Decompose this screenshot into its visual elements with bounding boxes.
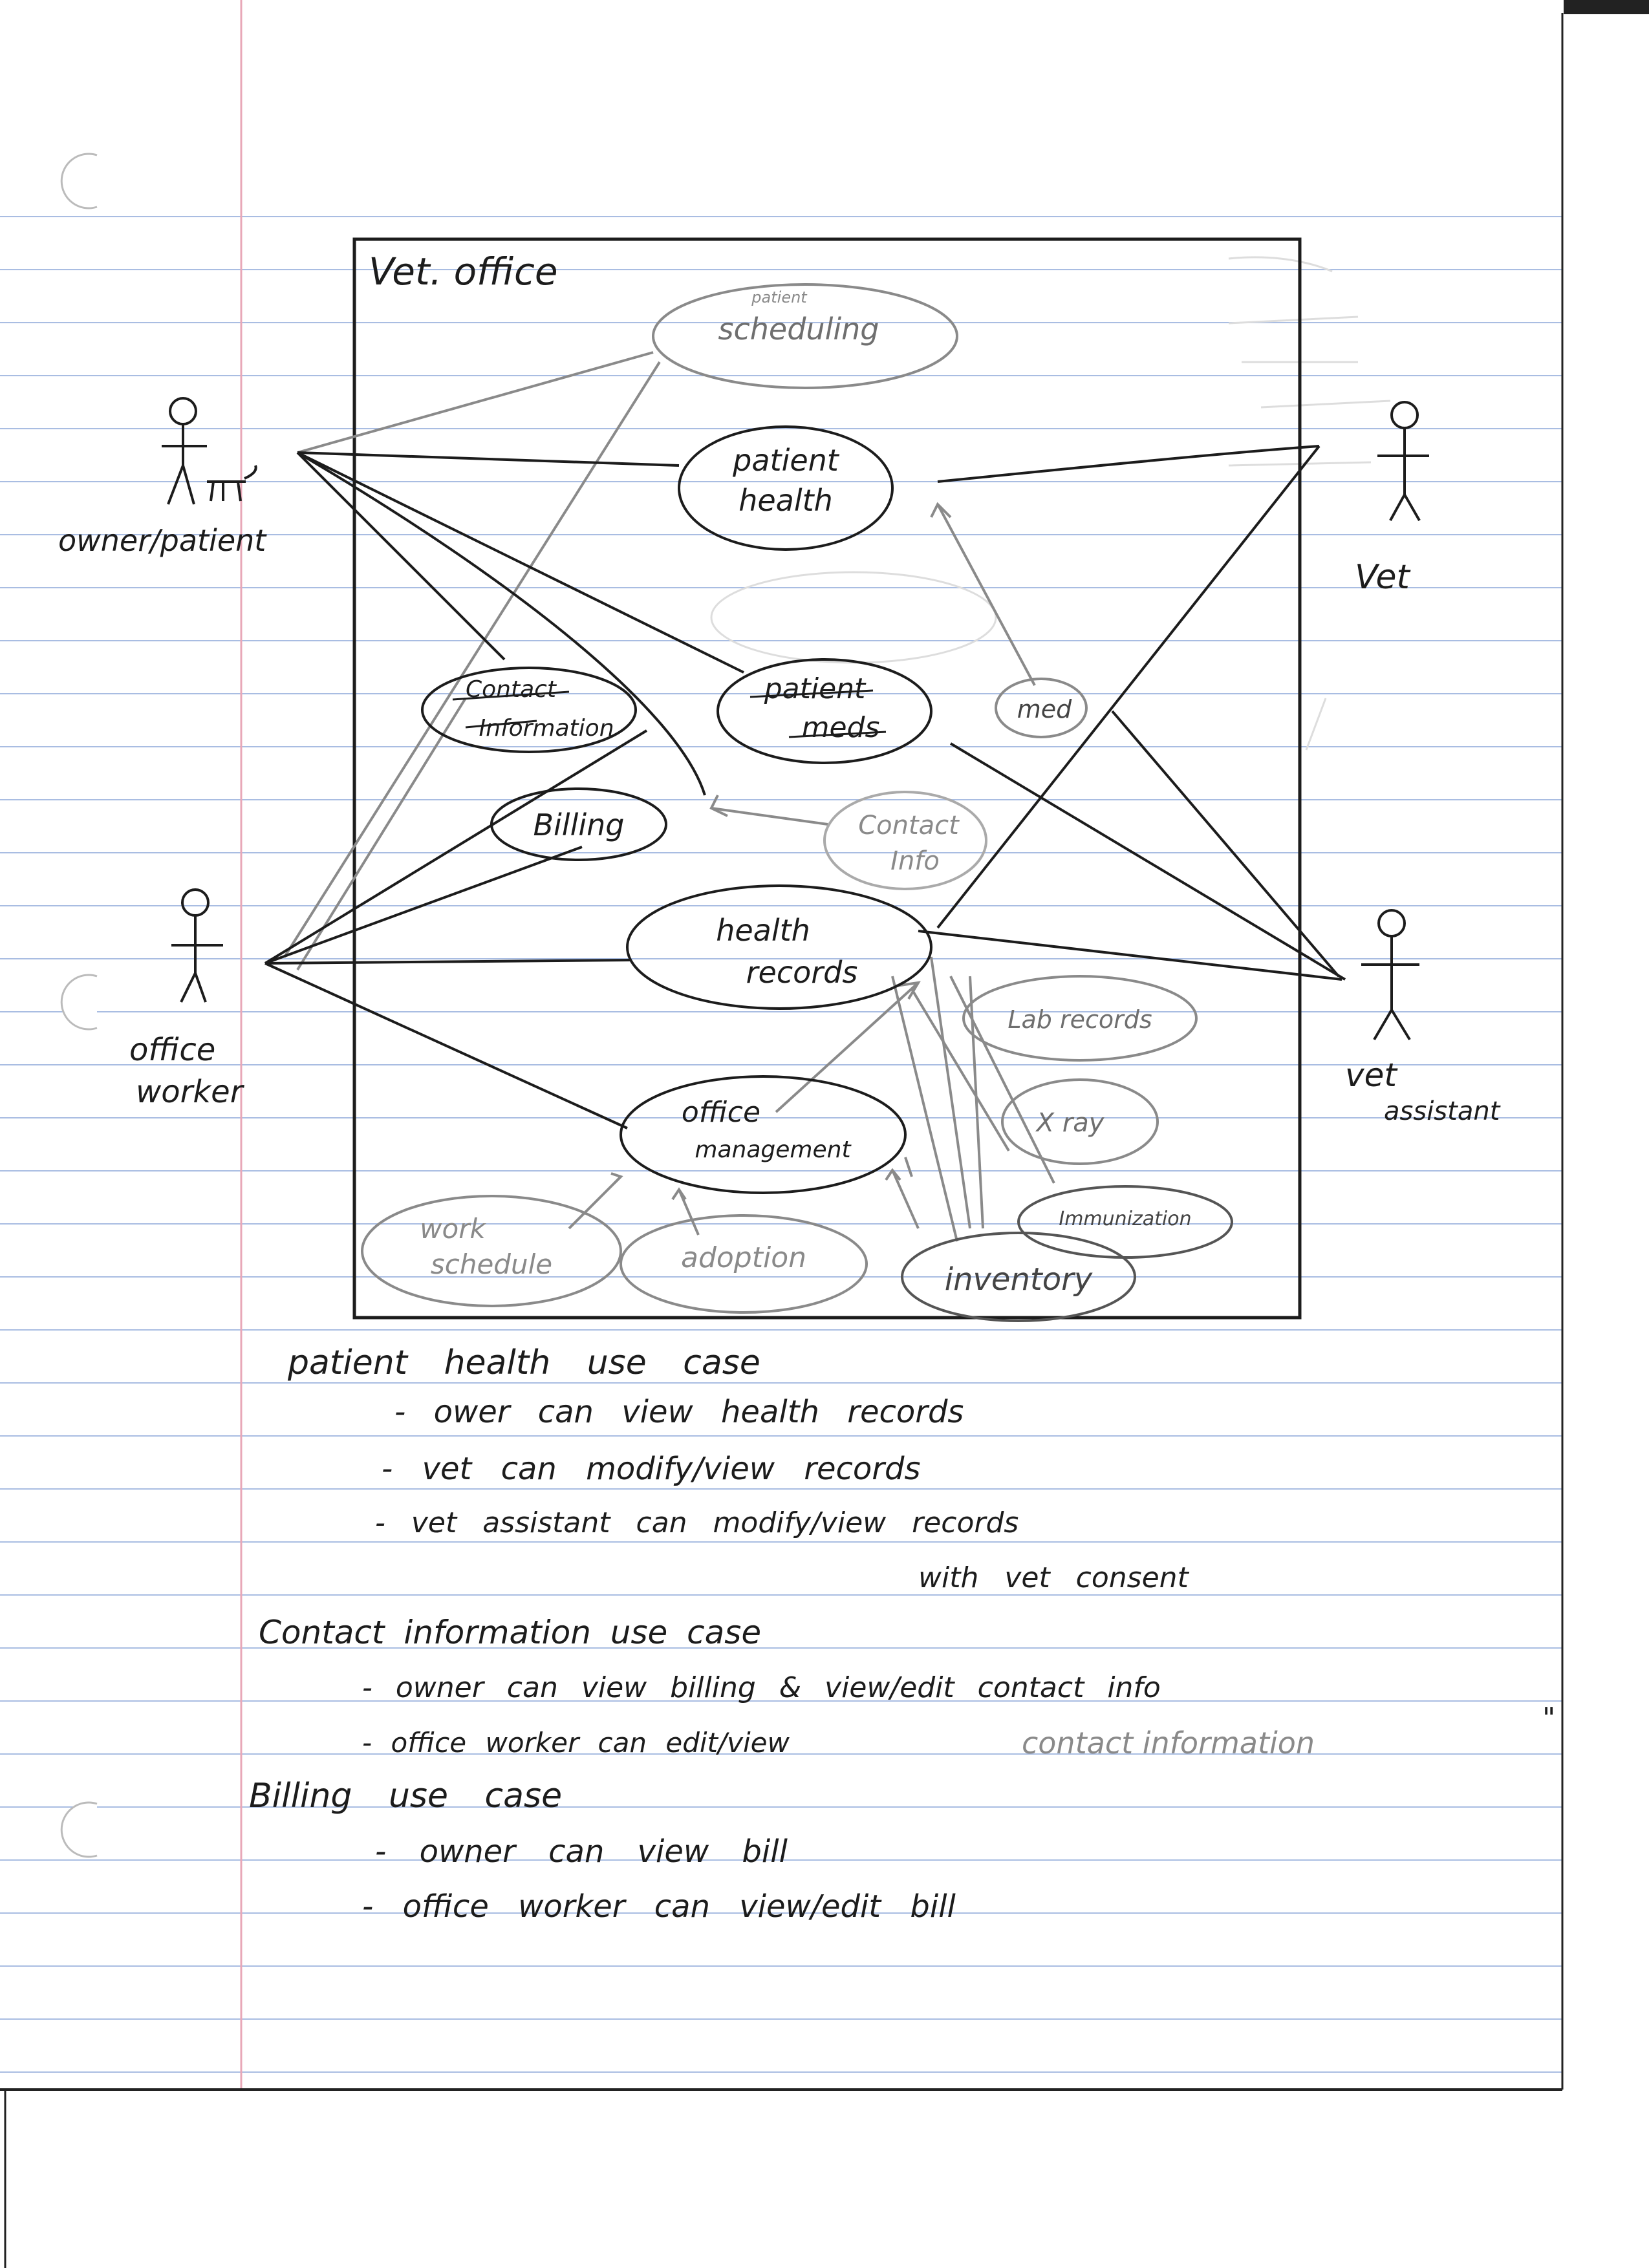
actor-vet-assistant-label-line1: vet: [1345, 1056, 1398, 1094]
scan-edge-right: [1564, 0, 1649, 2268]
use-case-office-management: office management: [620, 1075, 907, 1194]
svg-text:adoption: adoption: [681, 1241, 806, 1274]
svg-text:scheduling: scheduling: [718, 312, 879, 347]
use-case-patient-meds: patient meds: [717, 658, 932, 764]
svg-text:Lab records: Lab records: [1008, 1005, 1152, 1034]
system-label: Vet. office: [369, 250, 558, 294]
use-case-work-schedule: work schedule: [361, 1195, 622, 1307]
svg-text:meds: meds: [802, 711, 880, 744]
ruled-lines: [0, 216, 1562, 2073]
use-case-adoption: adoption: [620, 1214, 868, 1314]
use-case-med: med: [995, 678, 1088, 738]
actor-vet-label: Vet: [1355, 558, 1411, 597]
svg-text:patient: patient: [764, 672, 867, 705]
scan-edge-bottom: [0, 2090, 1649, 2268]
notes-billing: Billing use case - owner can view bill -…: [249, 1777, 956, 1925]
use-case-immunization: Immunization: [1017, 1185, 1233, 1259]
use-case-billing: Billing: [490, 787, 667, 861]
svg-text:Contact: Contact: [858, 811, 960, 840]
pencil-arrowheads: [610, 502, 952, 1201]
system-boundary: [352, 237, 1302, 1320]
actor-vet-assistant-label-line2: assistant: [1384, 1097, 1501, 1126]
note-item: - ower can view health records: [394, 1394, 964, 1430]
svg-text:records: records: [746, 955, 858, 990]
note-item: - owner can view bill: [375, 1834, 788, 1870]
pencil-associations: [283, 351, 1055, 1242]
use-case-scheduling: patient scheduling: [652, 283, 958, 389]
use-case-contact-info: Contact Info: [823, 791, 987, 890]
svg-text:health: health: [738, 483, 833, 518]
svg-text:Contact: Contact: [466, 676, 557, 703]
svg-text:work: work: [420, 1213, 486, 1245]
svg-text:Info: Info: [890, 846, 940, 876]
note-item: - vet assistant can modify/view records: [375, 1506, 1018, 1539]
actor-owner: [162, 397, 257, 505]
svg-text:inventory: inventory: [945, 1261, 1093, 1298]
svg-text:X ray: X ray: [1035, 1108, 1105, 1138]
use-case-contact-information: Contact Information: [421, 667, 637, 753]
dog-icon: [207, 465, 257, 502]
note-heading: Contact information use case: [259, 1614, 761, 1651]
svg-text:patient: patient: [732, 443, 840, 478]
notes-contact-information: Contact information use case - owner can…: [259, 1614, 1555, 1760]
note-item: - office worker can edit/view: [362, 1727, 790, 1759]
binder-hole: [60, 153, 98, 1858]
svg-text:Information: Information: [479, 715, 614, 742]
ink-associations: [264, 445, 1346, 1129]
note-item: - office worker can view/edit bill: [362, 1888, 956, 1925]
note-item: - vet can modify/view records: [382, 1451, 921, 1487]
actor-owner-label: owner/patient: [58, 523, 267, 558]
actor-office-worker-label-line2: worker: [136, 1074, 245, 1110]
svg-text:health: health: [716, 913, 810, 948]
note-item: contact information: [1022, 1726, 1315, 1760]
actor-vet: [1377, 401, 1429, 521]
note-item: with vet consent: [918, 1561, 1190, 1594]
note-item: - owner can view billing & view/edit con…: [362, 1671, 1161, 1704]
actor-office-worker-label-line1: office: [129, 1032, 215, 1068]
svg-text:Billing: Billing: [533, 808, 624, 842]
svg-text:office: office: [682, 1096, 760, 1129]
notes-patient-health: patient health use case - ower can view …: [287, 1343, 1190, 1594]
svg-text:management: management: [695, 1137, 852, 1163]
svg-text:schedule: schedule: [431, 1248, 552, 1280]
use-case-xray: X ray: [1001, 1078, 1159, 1165]
svg-text:patient: patient: [751, 288, 808, 306]
svg-text:med: med: [1017, 695, 1072, 723]
use-case-lab-records: Lab records: [962, 975, 1198, 1062]
note-heading: patient health use case: [287, 1343, 760, 1382]
use-case-patient-health: patient health: [678, 425, 894, 551]
svg-text:Immunization: Immunization: [1059, 1208, 1191, 1230]
use-case-health-records: health records: [626, 884, 932, 1010]
use-case-inventory: inventory: [901, 1232, 1136, 1322]
actor-office-worker: [171, 888, 223, 1003]
scan-edge-top: [1564, 0, 1649, 14]
note-heading: Billing use case: [249, 1777, 562, 1815]
note-item: ": [1542, 1702, 1555, 1735]
actor-vet-assistant: [1361, 909, 1419, 1041]
